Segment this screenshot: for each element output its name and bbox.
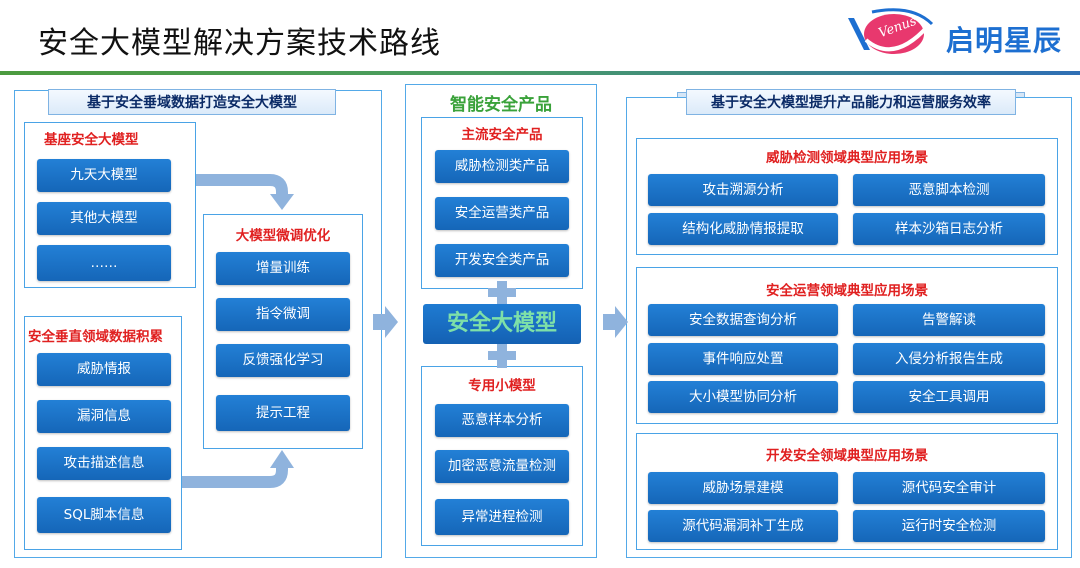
scenario-item[interactable]: 告警解读 bbox=[853, 304, 1045, 336]
middle-title: 智能安全产品 bbox=[450, 95, 552, 115]
scenario-item[interactable]: 事件响应处置 bbox=[648, 343, 838, 375]
base-item[interactable]: 九天大模型 bbox=[37, 159, 171, 192]
data-item[interactable]: 漏洞信息 bbox=[37, 400, 171, 433]
header-divider bbox=[0, 71, 1080, 75]
scenario-item[interactable]: 结构化威胁情报提取 bbox=[648, 213, 838, 245]
base-model-title: 基座安全大模型 bbox=[44, 132, 139, 148]
small-model-item[interactable]: 恶意样本分析 bbox=[435, 404, 569, 437]
fine-tune-item[interactable]: 反馈强化学习 bbox=[216, 344, 350, 377]
core-model-block: 安全大模型 bbox=[423, 304, 581, 344]
base-item[interactable]: …… bbox=[37, 245, 171, 281]
scenario-item[interactable]: 运行时安全检测 bbox=[853, 510, 1045, 542]
arrow-data-to-tune bbox=[182, 466, 288, 488]
scenario-item[interactable]: 源代码安全审计 bbox=[853, 472, 1045, 504]
plus-connector-bottom bbox=[488, 344, 516, 368]
scenario-item[interactable]: 样本沙箱日志分析 bbox=[853, 213, 1045, 245]
fine-tune-item[interactable]: 增量训练 bbox=[216, 252, 350, 285]
arrow-base-to-tune-head bbox=[270, 194, 294, 210]
scenario-item[interactable]: 大小模型协同分析 bbox=[648, 381, 838, 413]
data-item[interactable]: SQL脚本信息 bbox=[37, 497, 171, 533]
brand-name: 启明星辰 bbox=[946, 24, 1063, 57]
right-ribbon: 基于安全大模型提升产品能力和运营服务效率 bbox=[677, 89, 1025, 115]
scenario-item[interactable]: 恶意脚本检测 bbox=[853, 174, 1045, 206]
arrow-middle-to-right bbox=[603, 306, 628, 338]
plus-connector-top bbox=[488, 281, 516, 304]
data-accumulation-title: 安全垂直领域数据积累 bbox=[28, 329, 163, 345]
data-item[interactable]: 攻击描述信息 bbox=[37, 447, 171, 480]
scenario-item[interactable]: 安全数据查询分析 bbox=[648, 304, 838, 336]
small-model-item[interactable]: 加密恶意流量检测 bbox=[435, 450, 569, 483]
fine-tune-title: 大模型微调优化 bbox=[235, 228, 331, 244]
small-models-title: 专用小模型 bbox=[468, 378, 536, 394]
scenario-item[interactable]: 威胁场景建模 bbox=[648, 472, 838, 504]
scenario-item[interactable]: 攻击溯源分析 bbox=[648, 174, 838, 206]
small-model-item[interactable]: 异常进程检测 bbox=[435, 499, 569, 535]
main-products-title: 主流安全产品 bbox=[461, 127, 543, 143]
dev-security-title: 开发安全领域典型应用场景 bbox=[766, 448, 928, 464]
fine-tune-item[interactable]: 提示工程 bbox=[216, 395, 350, 431]
scenario-item[interactable]: 入侵分析报告生成 bbox=[853, 343, 1045, 375]
arrow-base-to-tune bbox=[196, 174, 288, 196]
product-item[interactable]: 安全运营类产品 bbox=[435, 197, 569, 230]
scenario-item[interactable]: 源代码漏洞补丁生成 bbox=[648, 510, 838, 542]
arrow-data-to-tune-head bbox=[270, 450, 294, 468]
product-item[interactable]: 威胁检测类产品 bbox=[435, 150, 569, 183]
base-item[interactable]: 其他大模型 bbox=[37, 202, 171, 235]
scenario-item[interactable]: 安全工具调用 bbox=[853, 381, 1045, 413]
security-ops-title: 安全运营领域典型应用场景 bbox=[766, 283, 928, 299]
page-title: 安全大模型解决方案技术路线 bbox=[38, 26, 441, 61]
venus-logo-icon bbox=[848, 8, 934, 54]
fine-tune-item[interactable]: 指令微调 bbox=[216, 298, 350, 331]
product-item[interactable]: 开发安全类产品 bbox=[435, 244, 569, 277]
threat-detection-title: 威胁检测领域典型应用场景 bbox=[766, 150, 928, 166]
arrow-left-to-middle bbox=[373, 306, 398, 338]
data-item[interactable]: 威胁情报 bbox=[37, 353, 171, 386]
brand-logo: Venus 启明星辰 bbox=[842, 6, 1072, 64]
